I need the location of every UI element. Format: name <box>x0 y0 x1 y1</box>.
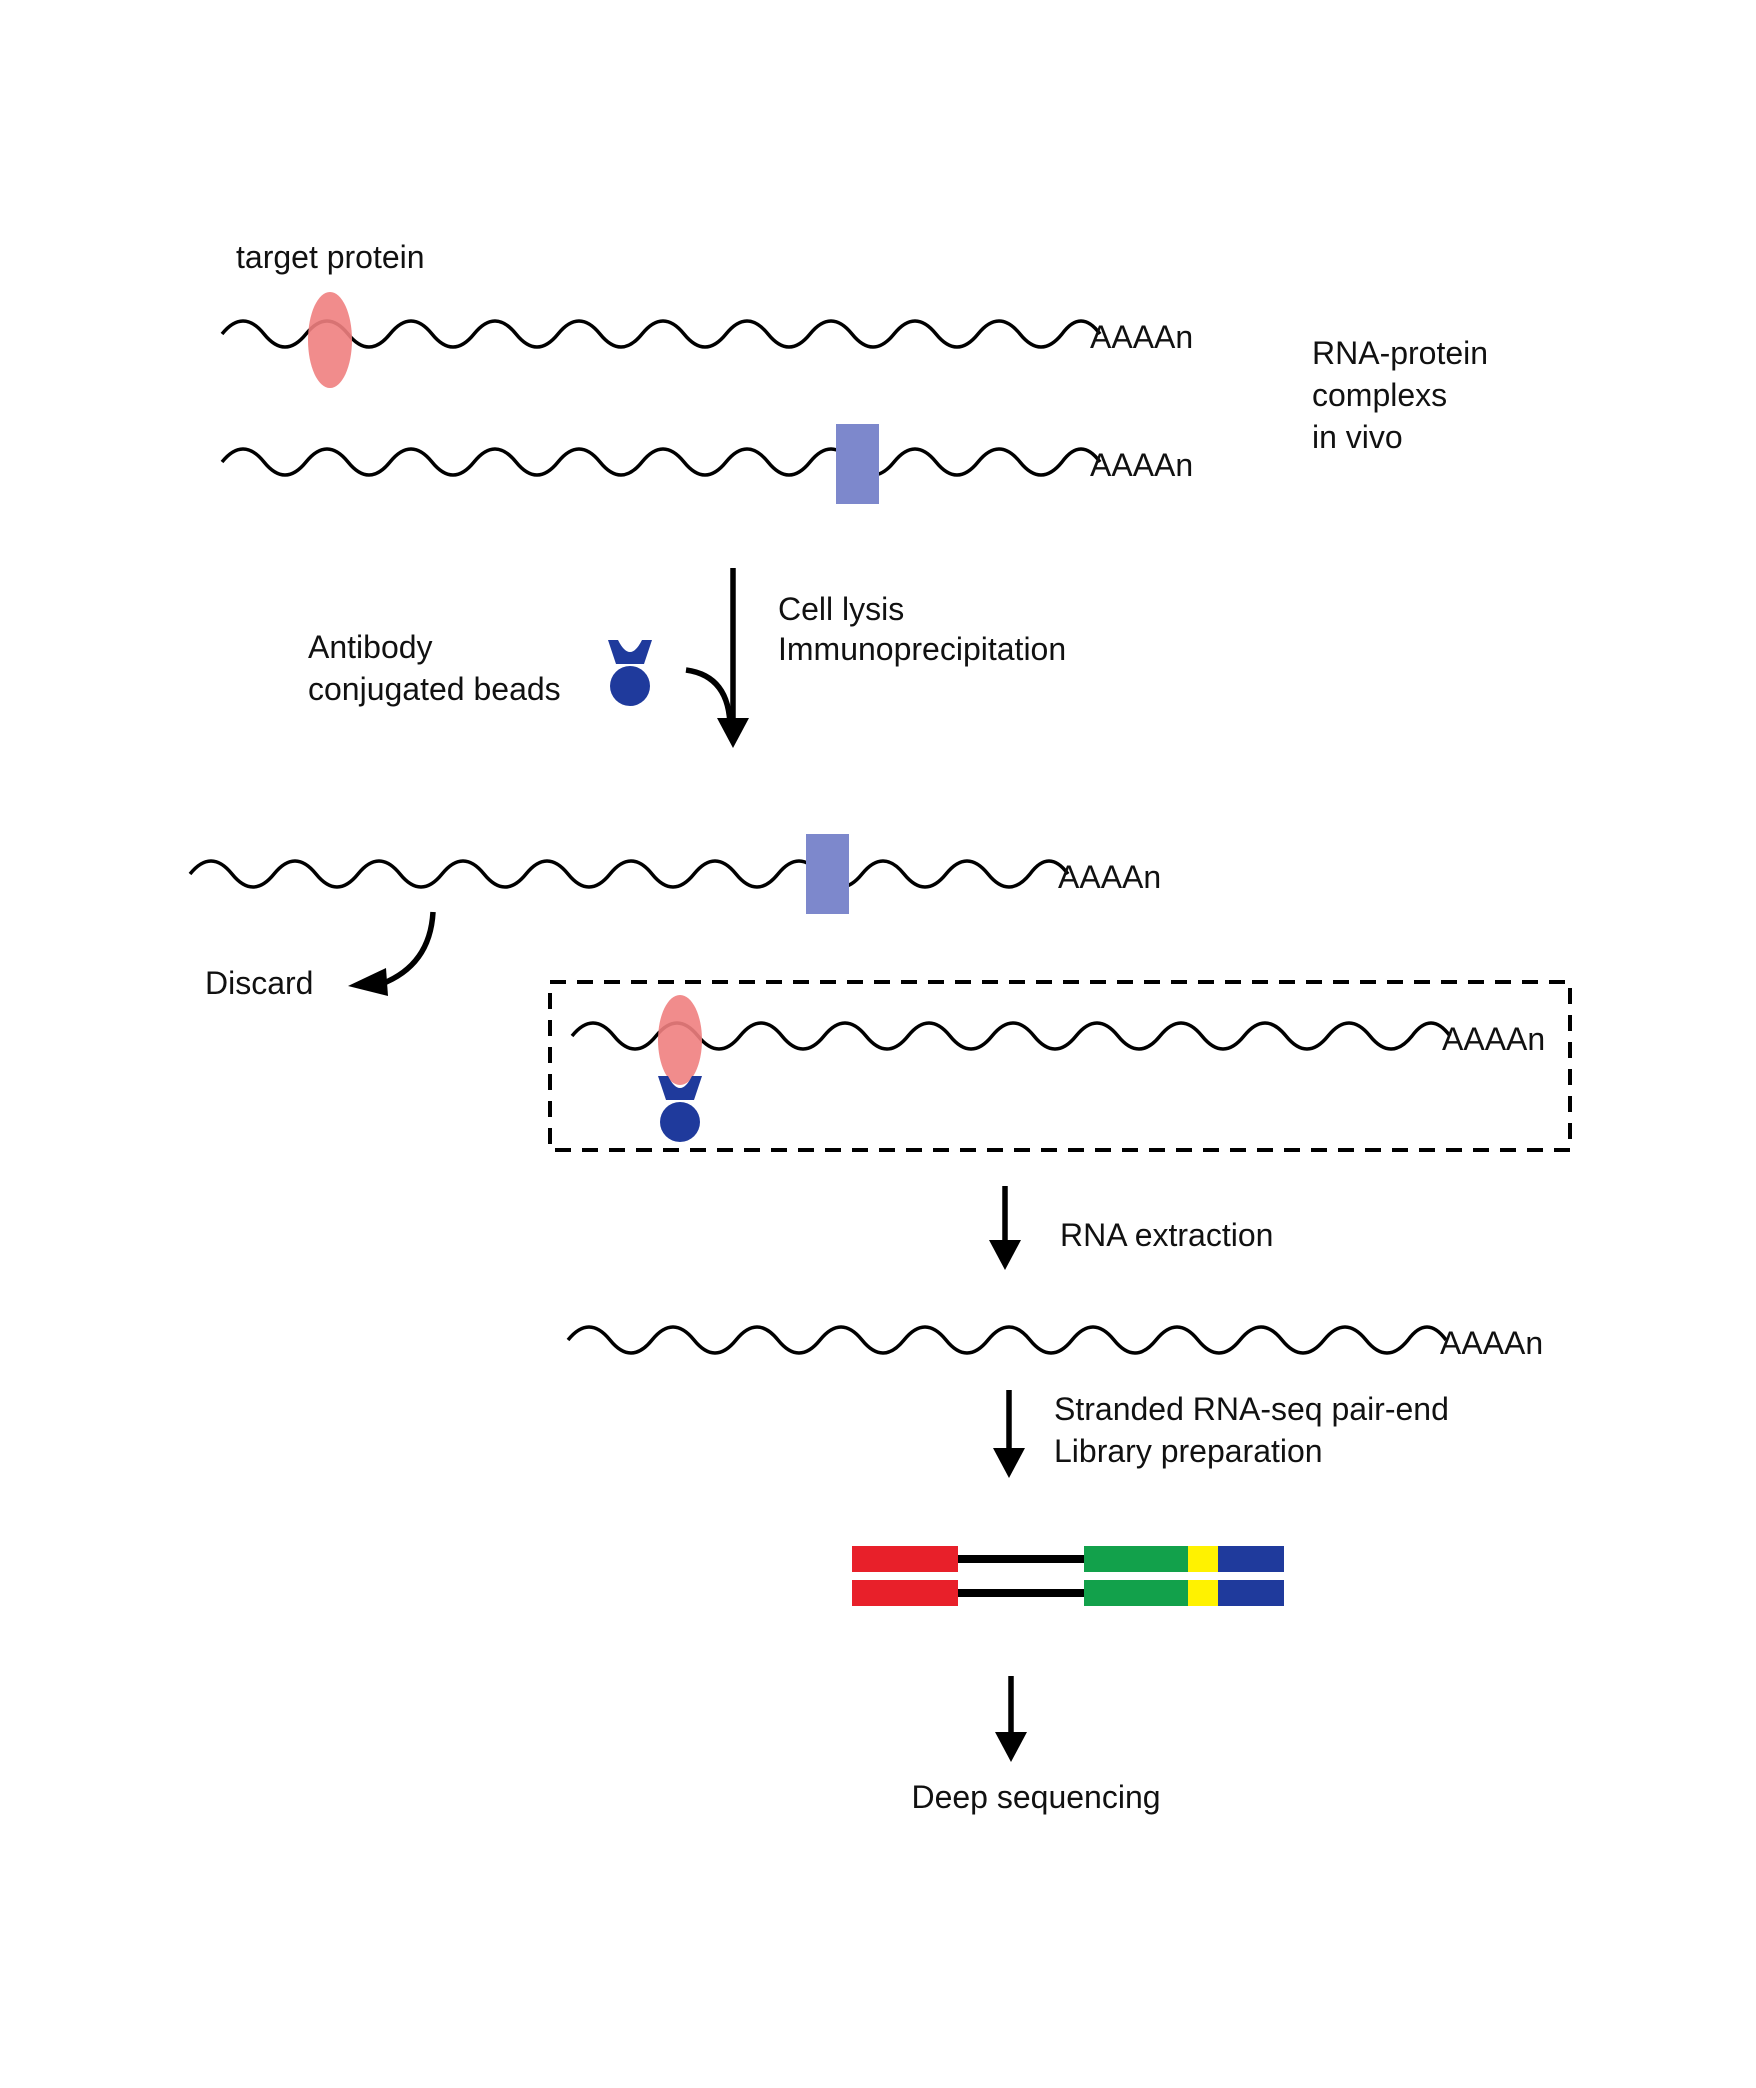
target-protein-icon <box>308 292 352 388</box>
beads-label-line1: Antibody <box>308 629 433 665</box>
rna-strand-1: AAAAn <box>220 319 1193 355</box>
unbound-protein-icon <box>806 834 849 914</box>
adapter-blue-segment <box>1218 1546 1284 1572</box>
insert-green-segment <box>1084 1546 1188 1572</box>
rna-strand-1-wave <box>220 319 1102 349</box>
bound-antibody-bead-icon <box>658 1076 702 1142</box>
index-yellow-segment <box>1188 1546 1218 1572</box>
insert-green-segment <box>1084 1580 1188 1606</box>
complexes-label-line3: in vivo <box>1312 419 1403 455</box>
adapter-red-segment <box>852 1580 958 1606</box>
step3-label-line2: Library preparation <box>1054 1433 1323 1469</box>
bound-rna-wave <box>570 1021 1452 1051</box>
step1-arrow <box>685 568 749 748</box>
library-strand-top <box>852 1546 1284 1572</box>
adapter-blue-segment <box>1218 1580 1284 1606</box>
unbound-rna-wave <box>188 859 1070 889</box>
bound-target-protein-icon <box>658 995 702 1085</box>
polya-tail-5: AAAAn <box>1440 1325 1543 1361</box>
complexes-label-line1: RNA-protein <box>1312 335 1488 371</box>
target-protein-label: target protein <box>236 239 425 275</box>
extracted-rna-strand: AAAAn <box>566 1325 1543 1361</box>
linker-segment <box>958 1589 1084 1597</box>
step1-label-line1: Cell lysis <box>778 591 904 627</box>
rna-strand-2: AAAAn <box>220 447 1193 483</box>
ip-complex-box <box>548 980 1572 1152</box>
discard-label: Discard <box>205 965 313 1001</box>
bound-rna-strand: AAAAn <box>570 1021 1545 1057</box>
other-protein-icon <box>836 424 879 504</box>
polya-tail-2: AAAAn <box>1090 447 1193 483</box>
library-fragment <box>852 1546 1284 1606</box>
linker-segment <box>958 1555 1084 1563</box>
library-strand-bottom <box>852 1580 1284 1606</box>
polya-tail-3: AAAAn <box>1058 859 1161 895</box>
rna-strand-2-wave <box>220 447 1102 477</box>
polya-tail-1: AAAAn <box>1090 319 1193 355</box>
beads-label-line2: conjugated beads <box>308 671 561 707</box>
adapter-red-segment <box>852 1546 958 1572</box>
index-yellow-segment <box>1188 1580 1218 1606</box>
polya-tail-4: AAAAn <box>1442 1021 1545 1057</box>
complexes-label-line2: complexs <box>1312 377 1447 413</box>
step4-arrow <box>995 1676 1027 1762</box>
discard-arrow <box>348 911 436 996</box>
step3-label-line1: Stranded RNA-seq pair-end <box>1054 1391 1449 1427</box>
step1-label-line2: Immunoprecipitation <box>778 631 1066 667</box>
step4-label: Deep sequencing <box>911 1779 1160 1815</box>
antibody-bead-icon <box>608 640 652 706</box>
unbound-rna-strand: AAAAn <box>188 859 1161 895</box>
step2-arrow <box>989 1186 1021 1270</box>
step3-arrow <box>993 1390 1025 1478</box>
step2-label: RNA extraction <box>1060 1217 1273 1253</box>
extracted-rna-wave <box>566 1325 1448 1355</box>
